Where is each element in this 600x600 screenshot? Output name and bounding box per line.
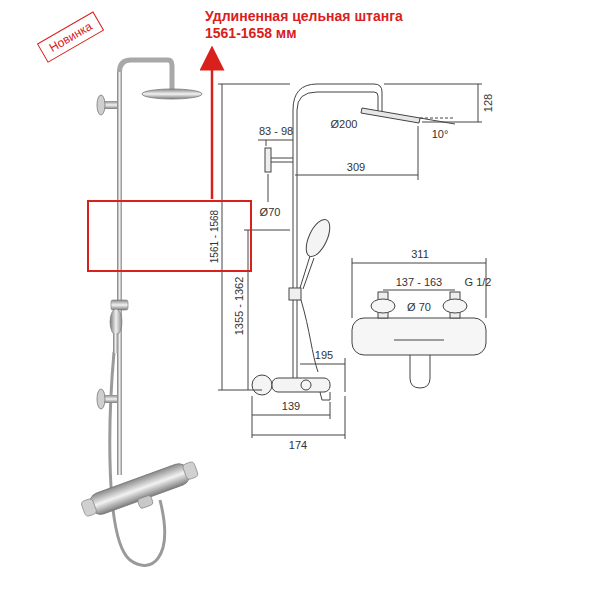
dimension-value: Ø70 xyxy=(260,206,281,218)
dimension-value: 311 xyxy=(411,248,429,260)
highlight-box: 1561 - 1568 xyxy=(87,200,252,272)
dimension-value: 83 - 98 xyxy=(259,125,293,137)
angle-value: 10° xyxy=(432,128,449,140)
technical-drawing xyxy=(218,84,486,439)
dimension-value: 128 xyxy=(482,94,494,112)
new-stamp: Новинка xyxy=(37,11,104,63)
stamp-text: Новинка xyxy=(47,19,95,55)
thread-size: G 1/2 xyxy=(465,276,492,288)
dimension-value: 309 xyxy=(347,161,365,173)
red-arrow xyxy=(211,58,214,199)
dimension-value: 1561 - 1568 xyxy=(209,209,220,262)
dimension-value: Ø 70 xyxy=(407,301,431,313)
heading-note: Удлиненная цельная штанга 1561-1658 мм xyxy=(205,8,435,42)
dimension-value: 195 xyxy=(315,349,333,361)
dimension-value: 137 - 163 xyxy=(396,276,442,288)
dimension-value: 139 xyxy=(282,400,300,412)
dimension-value: 1355 - 1362 xyxy=(233,277,245,336)
dimension-value: 174 xyxy=(289,439,307,451)
shower-photo xyxy=(80,60,203,565)
dimension-value: Ø200 xyxy=(331,118,358,130)
